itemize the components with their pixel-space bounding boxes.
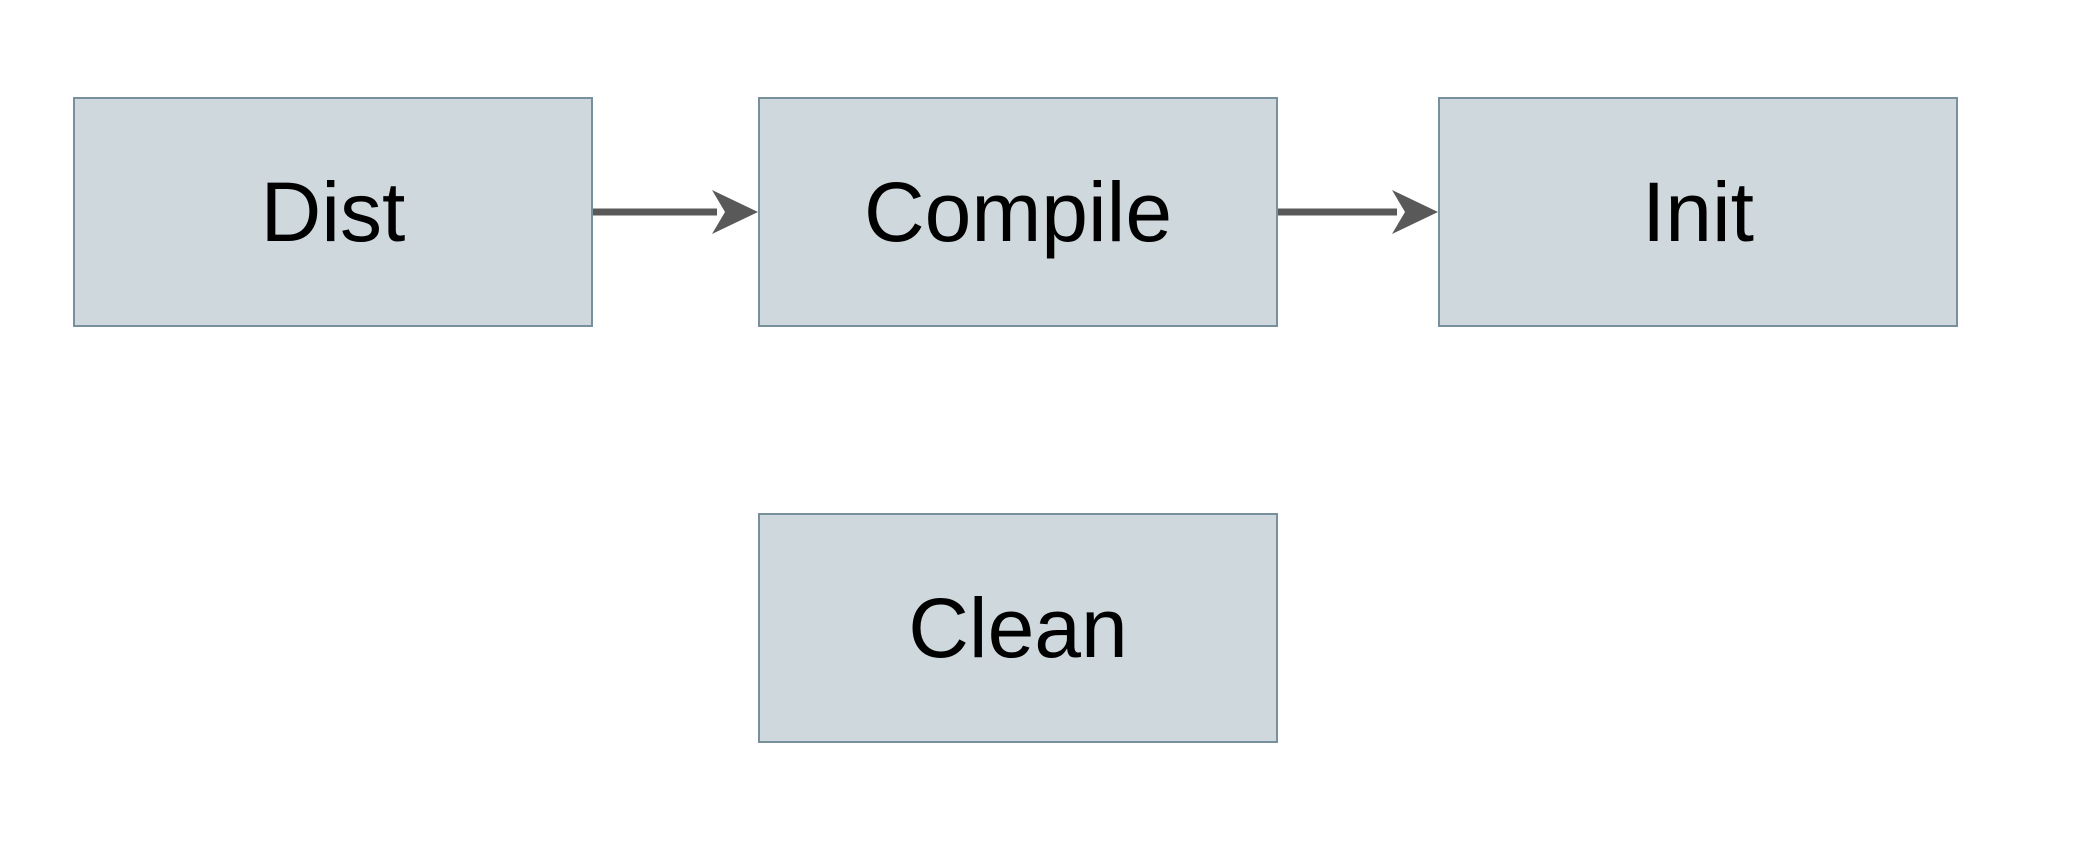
node-clean-label: Clean xyxy=(908,581,1128,675)
arrow-compile-to-init-icon[interactable] xyxy=(1278,188,1438,236)
node-compile-label: Compile xyxy=(863,165,1173,259)
node-clean[interactable]: Clean xyxy=(758,513,1278,743)
node-compile[interactable]: Compile xyxy=(758,97,1278,327)
node-dist-label: Dist xyxy=(260,165,406,259)
node-dist[interactable]: Dist xyxy=(73,97,593,327)
node-init[interactable]: Init xyxy=(1438,97,1958,327)
arrow-dist-to-compile-icon[interactable] xyxy=(593,188,758,236)
node-init-label: Init xyxy=(1641,165,1755,259)
